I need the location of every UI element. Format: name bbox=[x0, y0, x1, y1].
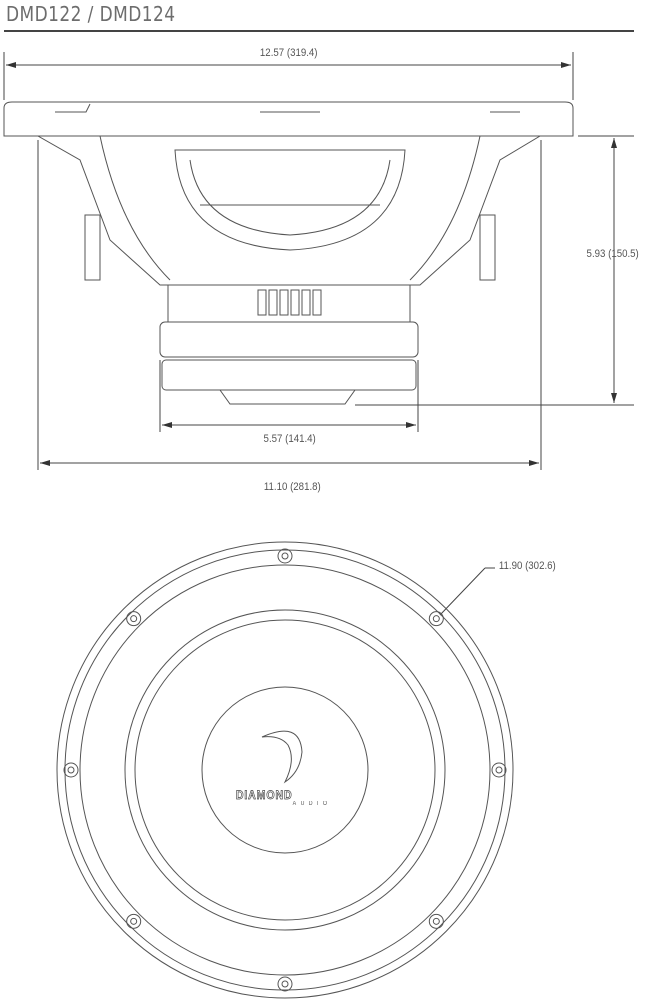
mounting-screws bbox=[63, 548, 507, 992]
dimension-lines bbox=[3, 52, 634, 616]
overall-width-label: 12.57 (319.4) bbox=[259, 47, 318, 59]
outer-diameter-label: 11.90 (302.6) bbox=[498, 560, 556, 572]
screw-icon bbox=[277, 976, 293, 992]
mounting-width-label: 11.10 (281.8) bbox=[263, 481, 321, 493]
screw-icon bbox=[126, 611, 142, 627]
screw-center bbox=[432, 917, 440, 925]
screw-icon bbox=[428, 913, 444, 929]
screw-center bbox=[281, 552, 289, 560]
screw-icon bbox=[63, 762, 79, 778]
logo-brand: DIAMOND bbox=[235, 788, 293, 803]
height-label: 5.93 (150.5) bbox=[586, 248, 639, 260]
screw-icon bbox=[126, 913, 142, 929]
screw-center bbox=[432, 615, 440, 623]
page-title: DMD122 / DMD124 bbox=[6, 2, 176, 26]
screw-icon bbox=[277, 548, 293, 564]
screw-center bbox=[130, 615, 138, 623]
magnet-diameter-label: 5.57 (141.4) bbox=[263, 433, 316, 445]
screw-center bbox=[67, 766, 75, 774]
screw-icon bbox=[428, 611, 444, 627]
logo-sub: AUDIO bbox=[292, 801, 332, 807]
dust-cap bbox=[201, 686, 369, 854]
screw-center bbox=[281, 980, 289, 988]
side-view bbox=[3, 101, 574, 405]
screw-center bbox=[495, 766, 503, 774]
screw-icon bbox=[491, 762, 507, 778]
vent-slots bbox=[257, 289, 322, 316]
front-view bbox=[56, 541, 514, 999]
logo-mark bbox=[261, 730, 303, 784]
screw-center bbox=[130, 917, 138, 925]
